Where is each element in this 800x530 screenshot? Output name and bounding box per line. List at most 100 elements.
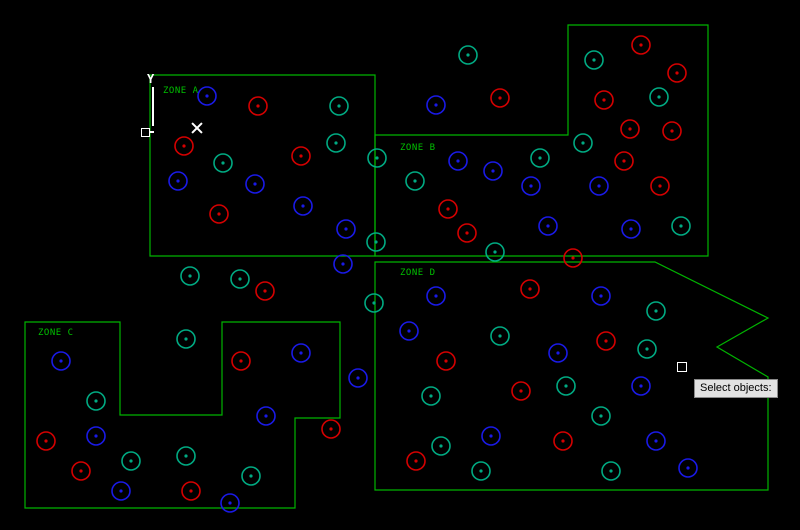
circle-entity-teal[interactable] <box>431 436 451 456</box>
circle-entity-blue[interactable] <box>448 151 468 171</box>
circle-entity-teal[interactable] <box>421 386 441 406</box>
circle-entity-teal[interactable] <box>366 232 386 252</box>
circle-entity-red[interactable] <box>563 248 583 268</box>
circle-entity-blue[interactable] <box>426 286 446 306</box>
circle-entity-blue[interactable] <box>538 216 558 236</box>
circle-entity-red[interactable] <box>596 331 616 351</box>
zone-label-d[interactable]: ZONE D <box>400 268 436 278</box>
circle-entity-teal[interactable] <box>176 446 196 466</box>
zone-label-b[interactable]: ZONE B <box>400 143 436 153</box>
circle-entity-red[interactable] <box>490 88 510 108</box>
circle-entity-red[interactable] <box>209 204 229 224</box>
circle-entity-red[interactable] <box>667 63 687 83</box>
circle-entity-teal[interactable] <box>176 329 196 349</box>
zone-boundary-a[interactable] <box>149 74 376 257</box>
circle-entity-teal[interactable] <box>471 461 491 481</box>
circle-entity-red[interactable] <box>255 281 275 301</box>
circle-entity-blue[interactable] <box>483 161 503 181</box>
circle-entity-red[interactable] <box>174 136 194 156</box>
circle-entity-teal[interactable] <box>458 45 478 65</box>
circle-entity-teal[interactable] <box>367 148 387 168</box>
circle-entity-blue[interactable] <box>348 368 368 388</box>
circle-entity-teal[interactable] <box>530 148 550 168</box>
circle-entity-red[interactable] <box>650 176 670 196</box>
circle-entity-red[interactable] <box>520 279 540 299</box>
circle-entity-blue[interactable] <box>548 343 568 363</box>
circle-entity-red[interactable] <box>406 451 426 471</box>
circle-entity-blue[interactable] <box>631 376 651 396</box>
circle-entity-red[interactable] <box>594 90 614 110</box>
circle-entity-blue[interactable] <box>336 219 356 239</box>
circle-entity-red[interactable] <box>321 419 341 439</box>
circle-entity-red[interactable] <box>620 119 640 139</box>
circle-entity-blue[interactable] <box>51 351 71 371</box>
circle-entity-blue[interactable] <box>591 286 611 306</box>
ucs-y-axis-label: Y <box>147 72 155 86</box>
circle-entity-red[interactable] <box>291 146 311 166</box>
circle-entity-teal[interactable] <box>180 266 200 286</box>
circle-entity-red[interactable] <box>662 121 682 141</box>
circle-entity-red[interactable] <box>438 199 458 219</box>
circle-entity-blue[interactable] <box>197 86 217 106</box>
circle-entity-red[interactable] <box>631 35 651 55</box>
select-objects-tooltip: Select objects: <box>694 379 778 398</box>
circle-entity-teal[interactable] <box>241 466 261 486</box>
circle-entity-blue[interactable] <box>399 321 419 341</box>
zone-boundary-d[interactable] <box>374 261 770 491</box>
circle-entity-blue[interactable] <box>291 343 311 363</box>
circle-entity-red[interactable] <box>231 351 251 371</box>
circle-entity-blue[interactable] <box>86 426 106 446</box>
circle-entity-blue[interactable] <box>168 171 188 191</box>
circle-entity-red[interactable] <box>553 431 573 451</box>
circle-entity-blue[interactable] <box>111 481 131 501</box>
circle-entity-teal[interactable] <box>490 326 510 346</box>
circle-entity-teal[interactable] <box>405 171 425 191</box>
circle-entity-blue[interactable] <box>521 176 541 196</box>
circle-entity-teal[interactable] <box>230 269 250 289</box>
circle-entity-blue[interactable] <box>678 458 698 478</box>
circle-entity-teal[interactable] <box>671 216 691 236</box>
circle-entity-teal[interactable] <box>86 391 106 411</box>
circle-entity-blue[interactable] <box>589 176 609 196</box>
circle-entity-blue[interactable] <box>220 493 240 513</box>
circle-entity-blue[interactable] <box>646 431 666 451</box>
circle-entity-red[interactable] <box>181 481 201 501</box>
circle-entity-teal[interactable] <box>601 461 621 481</box>
circle-entity-red[interactable] <box>248 96 268 116</box>
circle-entity-teal[interactable] <box>591 406 611 426</box>
crosshair-x-marker <box>190 121 204 135</box>
circle-entity-teal[interactable] <box>485 242 505 262</box>
circle-entity-red[interactable] <box>436 351 456 371</box>
zone-boundary-c[interactable] <box>24 321 341 509</box>
circle-entity-red[interactable] <box>511 381 531 401</box>
circle-entity-teal[interactable] <box>649 87 669 107</box>
circle-entity-blue[interactable] <box>333 254 353 274</box>
circle-entity-blue[interactable] <box>621 219 641 239</box>
circle-entity-teal[interactable] <box>329 96 349 116</box>
circle-entity-blue[interactable] <box>293 196 313 216</box>
circle-entity-teal[interactable] <box>364 293 384 313</box>
circle-entity-blue[interactable] <box>481 426 501 446</box>
circle-entity-teal[interactable] <box>573 133 593 153</box>
circle-entity-red[interactable] <box>36 431 56 451</box>
circle-entity-red[interactable] <box>614 151 634 171</box>
circle-entity-teal[interactable] <box>556 376 576 396</box>
circle-entity-teal[interactable] <box>213 153 233 173</box>
circle-entity-red[interactable] <box>71 461 91 481</box>
circle-entity-red[interactable] <box>457 223 477 243</box>
ucs-x-axis-line <box>150 131 154 133</box>
circle-entity-teal[interactable] <box>121 451 141 471</box>
ucs-origin-box <box>141 128 150 137</box>
zone-label-c[interactable]: ZONE C <box>38 328 74 338</box>
circle-entity-teal[interactable] <box>326 133 346 153</box>
circle-entity-teal[interactable] <box>584 50 604 70</box>
circle-entity-teal[interactable] <box>637 339 657 359</box>
zone-boundary-b[interactable] <box>374 24 709 257</box>
circle-entity-blue[interactable] <box>426 95 446 115</box>
circle-entity-teal[interactable] <box>646 301 666 321</box>
circle-entity-blue[interactable] <box>245 174 265 194</box>
zone-label-a[interactable]: ZONE A <box>163 86 199 96</box>
circle-entity-blue[interactable] <box>256 406 276 426</box>
